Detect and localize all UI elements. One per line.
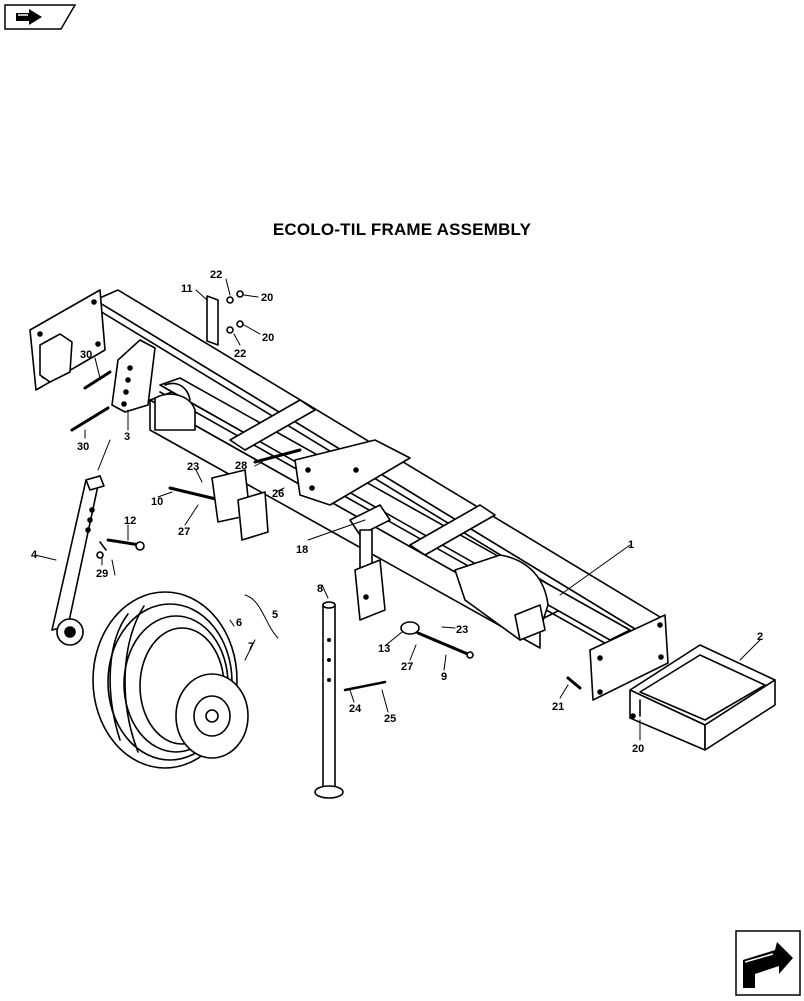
callout-23a: 23 <box>187 461 199 473</box>
arm-4 <box>51 475 107 646</box>
callout-22a: 22 <box>210 269 222 281</box>
stand-mount <box>354 529 386 621</box>
next-page-button[interactable] <box>735 930 801 996</box>
stand-8 <box>314 601 344 799</box>
callout-23b: 23 <box>456 624 468 636</box>
callout-21: 21 <box>552 701 564 713</box>
page-title: ECOLO-TIL FRAME ASSEMBLY <box>272 220 532 239</box>
callout-3: 3 <box>124 431 130 443</box>
callout-10: 10 <box>151 496 163 508</box>
callout-30a: 30 <box>80 349 92 361</box>
callout-20c: 20 <box>632 743 644 755</box>
callout-7: 7 <box>248 641 254 653</box>
callout-27a: 27 <box>178 526 190 538</box>
callout-18: 18 <box>296 544 308 556</box>
callout-20b: 20 <box>262 332 274 344</box>
callout-25: 25 <box>384 713 396 725</box>
arrow-back-icon <box>4 4 77 30</box>
plate-11 <box>206 295 219 346</box>
callout-12: 12 <box>124 515 136 527</box>
callout-28: 28 <box>235 460 247 472</box>
bracket-3 <box>111 339 156 413</box>
callout-8: 8 <box>317 583 323 595</box>
callout-2: 2 <box>757 631 763 643</box>
callout-13: 13 <box>378 643 390 655</box>
bolts-30 <box>70 370 112 432</box>
previous-page-button[interactable] <box>4 4 77 30</box>
leader-lines <box>34 278 761 741</box>
callout-22b: 22 <box>234 348 246 360</box>
callout-30b: 30 <box>77 441 89 453</box>
callout-labels: 1 2 3 4 5 6 7 8 9 10 11 12 13 18 20 20 2… <box>31 269 763 755</box>
callout-11: 11 <box>181 283 193 295</box>
callout-5: 5 <box>272 609 278 621</box>
small-parts <box>96 290 582 692</box>
callout-4: 4 <box>31 549 38 561</box>
main-frame <box>29 289 669 701</box>
wheel-assembly <box>92 591 249 769</box>
callout-29: 29 <box>96 568 108 580</box>
callout-1: 1 <box>628 539 634 551</box>
arrow-forward-icon <box>735 930 801 996</box>
callout-26: 26 <box>272 488 284 500</box>
weight-box <box>629 644 776 751</box>
callout-27b: 27 <box>401 661 413 673</box>
callout-9: 9 <box>441 671 447 683</box>
callout-6: 6 <box>236 617 242 629</box>
callout-20a: 20 <box>261 292 273 304</box>
callout-24: 24 <box>349 703 362 715</box>
